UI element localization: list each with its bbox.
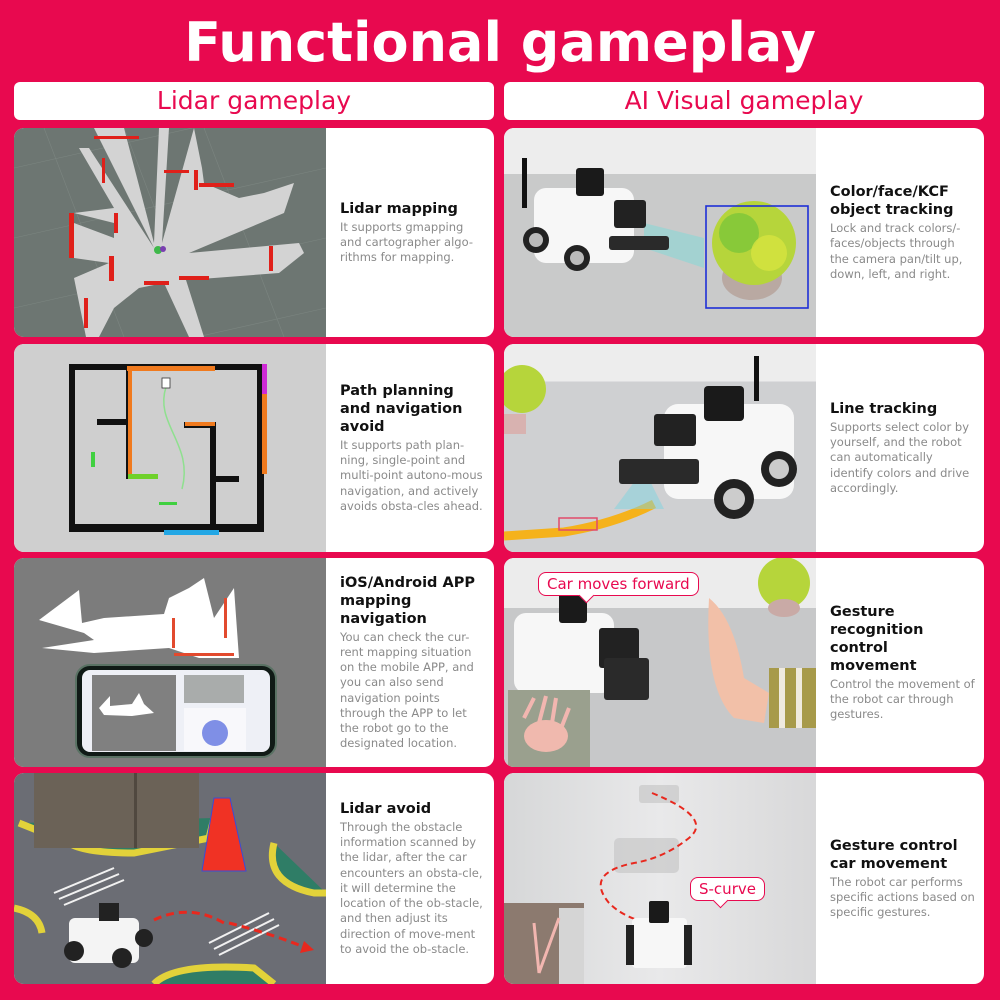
card-title: Lidar avoid [340,801,432,818]
card-description: It supports gmapping and cartographer al… [340,219,473,265]
card-description: Lock and track colors/-faces/objects thr… [830,221,963,281]
card-title: iOS/Android APP mapping navigation [340,574,475,627]
card-title: Gesture recognition control movement [830,603,924,674]
card-object-tracking: Color/face/KCF object tracking Lock and … [504,128,984,337]
card-title: Path planning and navigation avoid [340,382,463,435]
card-lidar-mapping: Lidar mapping It supports gmapping and c… [14,128,494,337]
card-app-mapping: iOS/Android APP mapping navigation You c… [14,558,494,767]
card-path-planning: Path planning and navigation avoid It su… [14,344,494,552]
card-title: Gesture control car movement [830,837,958,872]
card-gesture-control: S-curve Gesture control car movement The… [504,773,984,984]
maze-path-planning-map-image [14,344,326,552]
car-moves-forward-callout: Car moves forward [538,572,699,596]
card-title: Lidar mapping [340,200,458,217]
lidar-gameplay-header: Lidar gameplay [14,82,494,120]
card-description: You can check the cur-rent mapping situa… [340,629,474,751]
card-title: Line tracking [830,400,938,417]
robot-s-curve-image: S-curve [504,773,816,984]
card-description: Supports select color by yourself, and t… [830,419,970,495]
lidar-scan-map-image [14,128,326,337]
card-lidar-avoid: Lidar avoid Through the obstacle informa… [14,773,494,984]
card-gesture-recognition: Car moves forward Gesture recognition co… [504,558,984,767]
card-description: The robot car performs specific actions … [830,874,975,920]
robot-hand-gesture-image: Car moves forward [504,558,816,767]
robot-yellow-line-image [504,344,816,552]
card-description: Through the obstacle information scanned… [340,820,483,956]
phone-app-map-image [14,558,326,767]
card-description: It supports path plan-ning, single-point… [340,437,483,513]
ai-visual-gameplay-header: AI Visual gameplay [504,82,984,120]
robot-tracking-plant-image [504,128,816,337]
card-line-tracking: Line tracking Supports select color by y… [504,344,984,552]
s-curve-callout: S-curve [690,877,765,901]
robot-cone-avoidance-image [14,773,326,984]
card-description: Control the movement of the robot car th… [830,676,975,722]
card-title: Color/face/KCF object tracking [830,184,954,219]
page-title: Functional gameplay [184,11,816,74]
